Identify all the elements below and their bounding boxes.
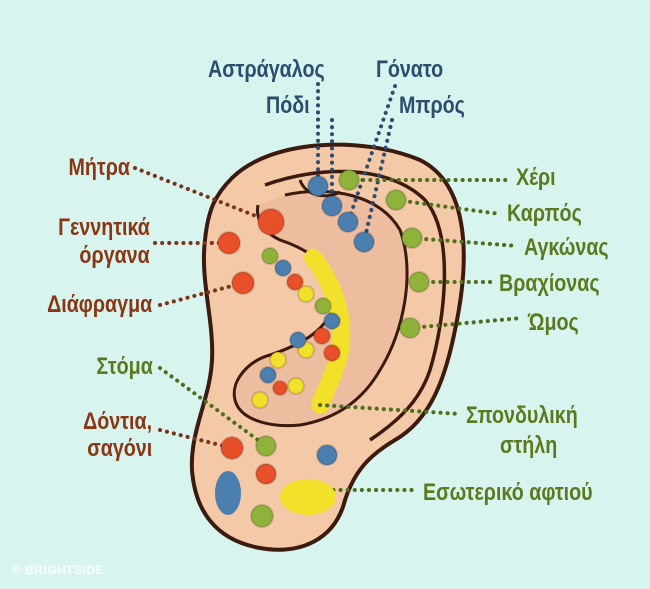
label-diaphragm: Διάφραγμα <box>46 291 152 318</box>
acupoint-dot <box>272 380 288 396</box>
label-ankle: Αστράγαλος <box>208 56 325 83</box>
label-foot: Πόδι <box>266 92 310 119</box>
acupoint-dot <box>259 366 277 384</box>
pointer-line <box>133 166 273 224</box>
acupoint-dot <box>338 169 360 191</box>
acupoint-dot <box>313 327 331 345</box>
acupoint-dot <box>314 297 332 315</box>
acupoint-dot <box>255 435 277 457</box>
acupoint-dot <box>297 285 315 303</box>
label-uterus: Μήτρα <box>68 154 130 181</box>
label-shoulder: Ώμος <box>528 309 579 336</box>
acupoint-dot <box>220 436 244 460</box>
acupoint-dot <box>287 377 305 395</box>
acupoint-dot <box>385 189 407 211</box>
pointer-line <box>158 428 234 450</box>
acupoint-dot <box>408 271 430 293</box>
acupoint-dot <box>251 391 269 409</box>
acupoint-zone <box>280 479 336 515</box>
acupoint-dot <box>401 227 423 249</box>
label-spine-1: Σπονδυλική <box>466 402 578 429</box>
label-front: Μπρός <box>399 92 465 119</box>
acupoint-dot <box>289 331 307 349</box>
label-hand: Χέρι <box>516 164 556 191</box>
label-genitals-1: Γεννητικά <box>58 214 150 241</box>
acupoint-dot <box>307 175 329 197</box>
pointer-line <box>158 366 268 448</box>
acupoint-dot <box>399 317 421 339</box>
acupoint-dot <box>323 312 341 330</box>
pointer-line <box>408 316 524 330</box>
acupoint-dot <box>286 273 304 291</box>
acupoint-dot <box>353 231 375 253</box>
acupoint-dot <box>261 247 279 265</box>
acupoint-dot <box>217 231 241 255</box>
pointer-line <box>346 84 397 224</box>
spine-stripe <box>304 249 351 414</box>
label-wrist: Καρπός <box>507 200 582 227</box>
label-spine-2: στήλη <box>500 432 558 459</box>
acupoint-dot <box>337 211 359 233</box>
acupoint-dot <box>323 344 341 362</box>
acupoint-dot <box>269 351 287 369</box>
label-arm: Βραχίονας <box>499 270 600 297</box>
pointer-line <box>318 403 462 416</box>
label-inner-ear: Εσωτερικό αφτιού <box>423 479 593 506</box>
label-teeth-1: Δόντια, <box>83 408 152 435</box>
acupoint-dot <box>257 208 285 236</box>
acupoint-dot <box>255 463 277 485</box>
label-knee: Γόνατο <box>376 56 444 83</box>
acupoint-dot <box>250 504 274 528</box>
acupoint-dot <box>231 271 255 295</box>
label-teeth-2: σαγόνι <box>87 435 152 462</box>
acupoint-dot <box>321 195 343 217</box>
acupoint-dot <box>274 259 292 277</box>
acupoint-dot <box>316 444 338 466</box>
label-genitals-2: όργανα <box>79 242 150 269</box>
brightside-watermark: © BRIGHTSIDE <box>12 563 105 577</box>
label-mouth: Στόμα <box>96 353 153 380</box>
pointer-line <box>158 281 245 307</box>
label-elbow: Αγκώνας <box>524 234 609 261</box>
acupoint-zone <box>215 471 241 515</box>
